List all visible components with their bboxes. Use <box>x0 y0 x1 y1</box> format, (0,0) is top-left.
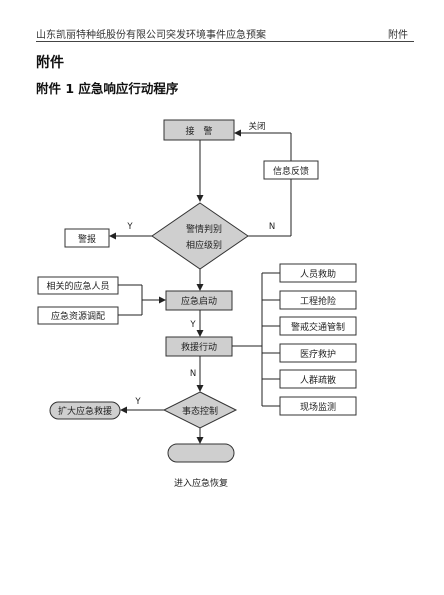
action-medical: 医疗救护 <box>300 348 336 360</box>
action-box-6 <box>279 396 357 416</box>
action-box-1 <box>279 263 357 283</box>
action-monitoring: 现场监测 <box>300 401 336 413</box>
judge-line1: 警情判别 <box>186 223 222 235</box>
feedback-label: 信息反馈 <box>273 165 309 177</box>
action-engineering: 工程抢险 <box>300 295 336 307</box>
recovery-terminal <box>167 443 235 463</box>
header-attachment-label: 附件 <box>388 30 408 41</box>
rescue-label: 救援行动 <box>181 341 217 353</box>
action-box-5 <box>279 369 357 389</box>
start-box <box>165 290 233 311</box>
judge-diamond <box>151 202 249 270</box>
receive-alarm-label: 接 警 <box>185 125 212 137</box>
enter-recovery-label: 进入应急恢复 <box>174 477 228 489</box>
resources-label: 应急资源调配 <box>51 310 105 322</box>
action-box-3 <box>279 316 357 336</box>
header-divider <box>36 41 414 42</box>
related-staff-label: 相关的应急人员 <box>46 280 109 292</box>
document-header: 山东凯丽特种纸股份有限公司突发环境事件应急预案 <box>36 30 266 41</box>
figure-title: 附件 1 应急响应行动程序 <box>36 81 179 96</box>
action-box-4 <box>279 343 357 363</box>
y3-label: Y <box>134 397 141 407</box>
action-connectors <box>262 272 280 407</box>
close-label: 关闭 <box>248 121 265 132</box>
y1-label: Y <box>126 222 133 232</box>
control-label: 事态控制 <box>182 405 218 417</box>
section-title: 附件 <box>36 55 64 71</box>
start-label: 应急启动 <box>181 295 217 307</box>
judge-line2: 相应级别 <box>186 239 222 251</box>
action-box-2 <box>279 290 357 310</box>
action-traffic-control: 警戒交通管制 <box>291 321 345 333</box>
y2-label: Y <box>189 320 196 330</box>
action-personnel-rescue: 人员救助 <box>300 268 336 280</box>
n2-label: N <box>190 369 196 379</box>
action-evacuation: 人群疏散 <box>300 374 336 386</box>
expand-rescue-label: 扩大应急救援 <box>58 405 112 417</box>
alarm-label: 警报 <box>78 233 96 245</box>
n1-label: N <box>269 222 275 232</box>
